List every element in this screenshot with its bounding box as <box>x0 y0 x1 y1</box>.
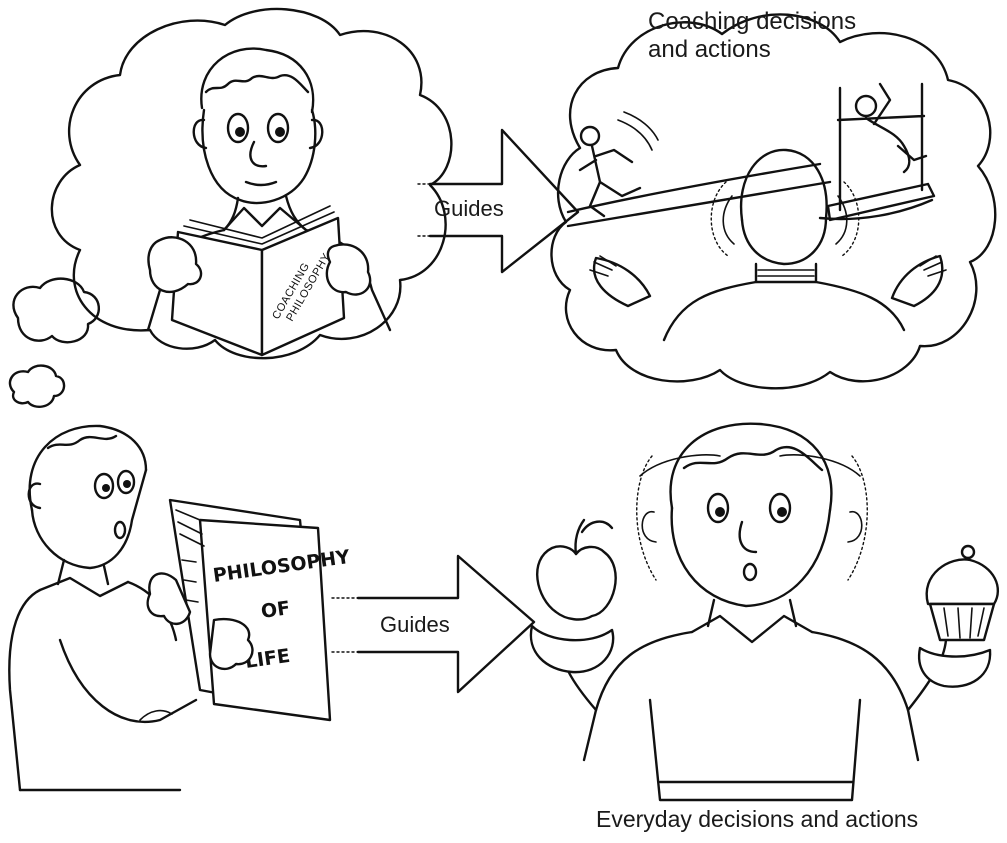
track-lines <box>566 162 832 228</box>
thought-cloud-coaching-reading <box>50 7 453 360</box>
guides-label-top: Guides <box>434 196 504 221</box>
coaching-decisions-caption: Coaching decisions and actions <box>648 8 857 63</box>
cupcake-in-hand <box>917 544 999 688</box>
life-book-title-line2: OF <box>260 597 292 623</box>
thought-bubble-medium <box>12 277 100 344</box>
runner-figure <box>578 111 659 218</box>
person-everyday-decisions <box>558 422 948 802</box>
thought-cloud-coaching-decisions <box>550 13 997 390</box>
coach-back-figure <box>589 148 947 342</box>
life-book: PHILOSOPHY OF LIFE <box>146 498 351 722</box>
coach-reading-figure: COACHING PHILOSOPHY <box>146 47 392 357</box>
apple-in-hand <box>529 518 617 674</box>
guides-arrow-top <box>417 128 580 274</box>
high-jump-standards <box>818 82 936 222</box>
everyday-decisions-caption: Everyday decisions and actions <box>596 806 919 832</box>
guides-label-bottom: Guides <box>380 612 450 637</box>
high-jumper-figure <box>854 82 928 174</box>
guides-arrow-bottom <box>331 554 536 694</box>
thought-bubble-small <box>8 364 66 408</box>
